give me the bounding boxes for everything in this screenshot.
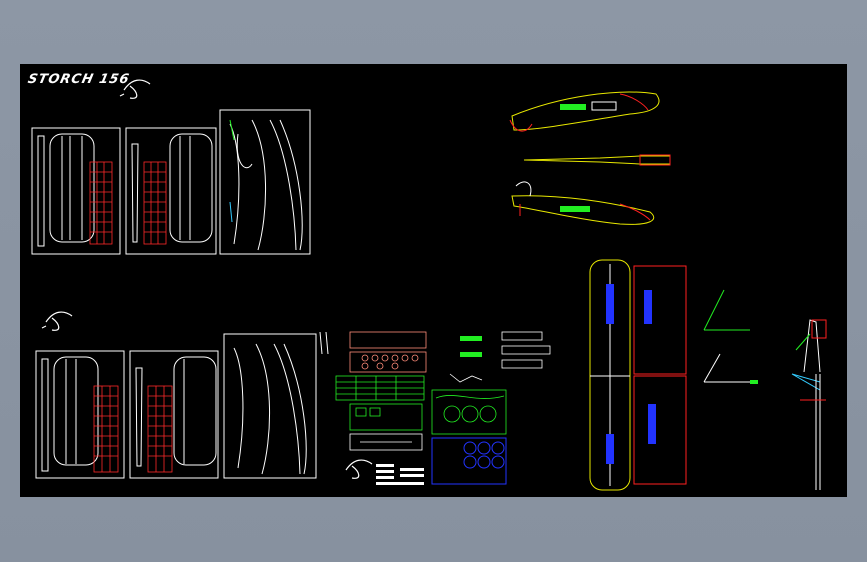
sheet-fuselage-plan-1 [31, 127, 121, 255]
stork-logo-icon [345, 459, 373, 479]
airplane-side-view-3 [511, 181, 655, 225]
stork-logo-icon [41, 311, 73, 331]
cyan-mark-1 [229, 201, 233, 223]
green-parts-2 [431, 389, 507, 435]
small-strips [319, 331, 329, 355]
drawing-title: STORCH 156 [26, 72, 131, 87]
grid-red-2 [143, 161, 167, 245]
tail-detail [703, 289, 758, 384]
grid-red-3 [93, 385, 119, 473]
sheet-wing-templates-2 [223, 333, 317, 479]
fin-detail [791, 319, 827, 490]
blue-parts [431, 437, 507, 485]
small-green-labels [460, 336, 482, 357]
sheet-wing-templates-1 [219, 109, 311, 255]
white-parts [349, 433, 423, 451]
airplane-side-view-1 [509, 91, 660, 132]
sheet-fuselage-plan-3 [35, 350, 125, 479]
airplane-side-view-2 [523, 154, 671, 166]
sheet-fuselage-plan-2 [125, 127, 217, 255]
grid-red-1 [89, 161, 113, 245]
green-mark-1 [229, 119, 235, 141]
cad-drawing [31, 79, 827, 491]
green-parts-1 [335, 375, 425, 431]
cad-viewport[interactable]: STORCH 156 [20, 64, 847, 497]
grid-red-4 [147, 385, 173, 473]
stork-logo-icon [119, 79, 151, 99]
salmon-parts [349, 331, 427, 373]
wing-panel [589, 259, 687, 491]
legend-text-blocks [376, 464, 424, 485]
sheet-fuselage-plan-4 [129, 350, 219, 479]
white-mini-parts [449, 331, 551, 383]
